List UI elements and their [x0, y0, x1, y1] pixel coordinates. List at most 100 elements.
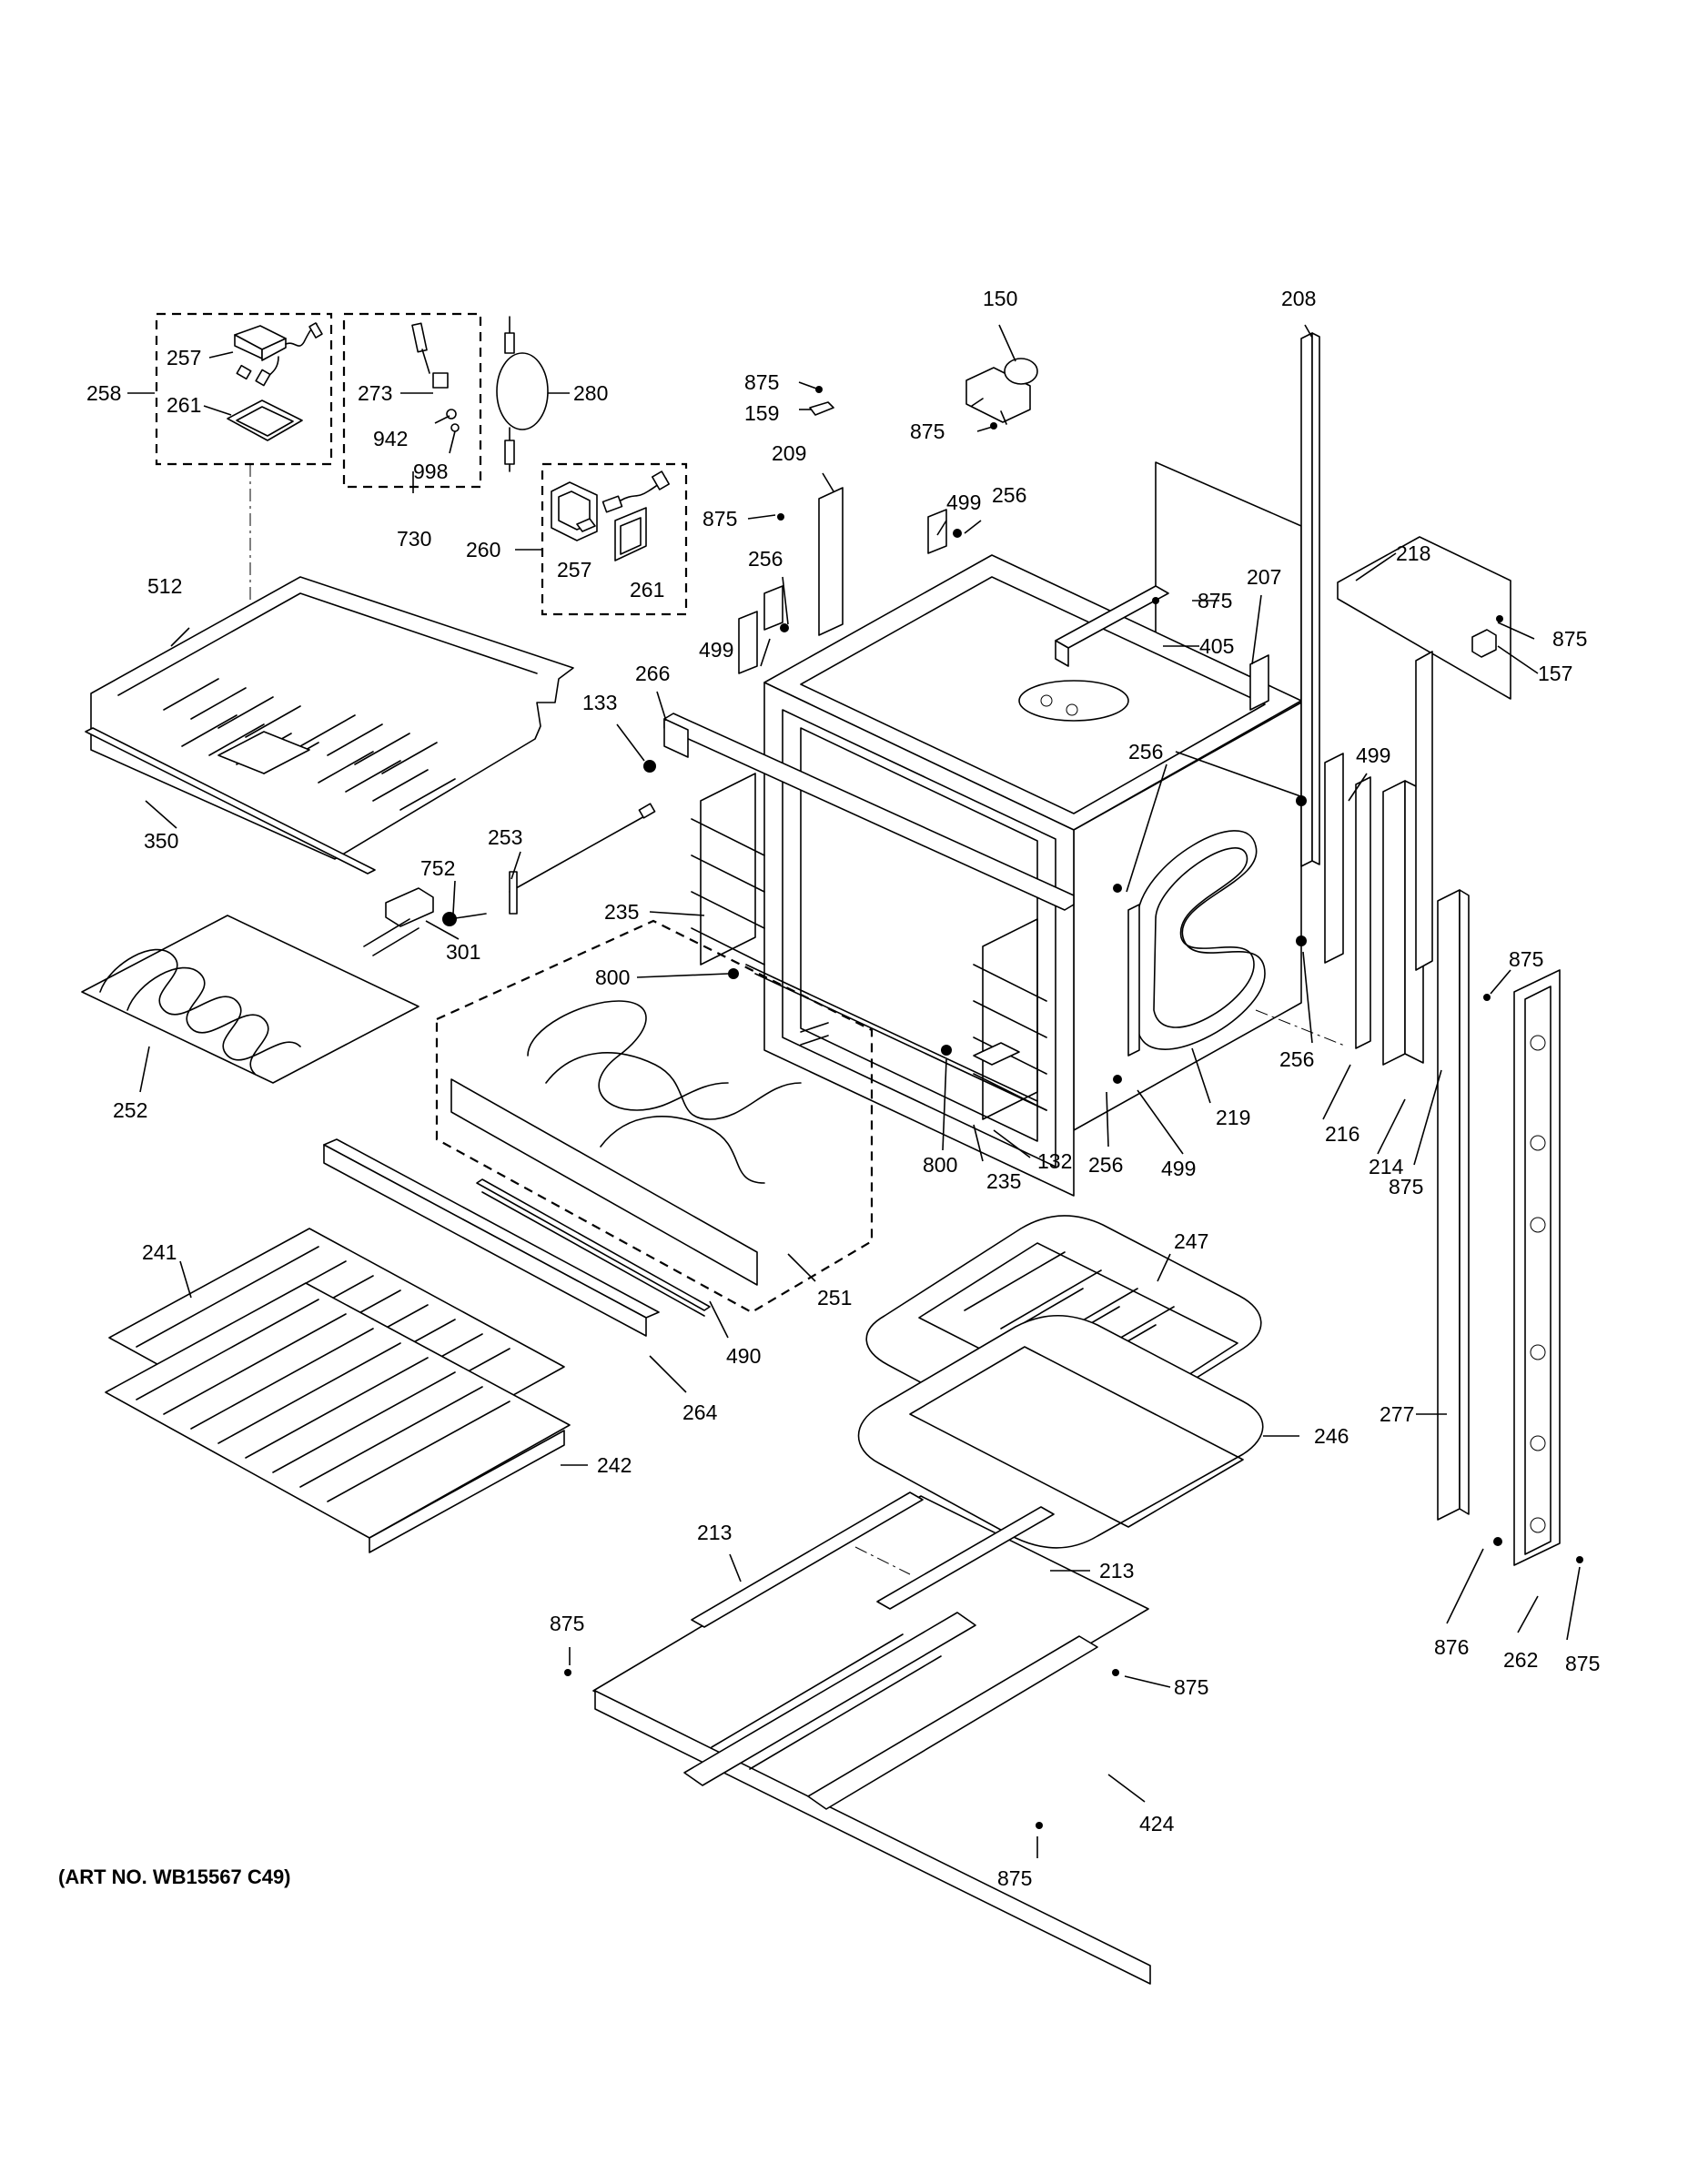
- callout-label: 209: [772, 441, 806, 465]
- strips-216-214: [1113, 651, 1433, 1084]
- callout-label: 251: [817, 1286, 852, 1309]
- callout-label: 277: [1380, 1402, 1414, 1426]
- screw-875c: [1036, 1822, 1043, 1829]
- callout-label: 252: [113, 1098, 147, 1122]
- strip-499: [1127, 904, 1140, 1057]
- callout-label: 261: [630, 578, 664, 602]
- callout-label: 157: [1538, 662, 1572, 685]
- strip-350: [85, 727, 376, 875]
- screw-875b: [1112, 1669, 1119, 1676]
- callout-label: 499: [1161, 1157, 1196, 1180]
- callout-label: 207: [1247, 565, 1281, 589]
- probe-280: [496, 316, 549, 472]
- callout-label: 253: [488, 825, 522, 849]
- kit-box-260: [541, 462, 688, 616]
- callout-label: 256: [1279, 1047, 1314, 1071]
- callout-label: 800: [595, 966, 630, 989]
- brackets-209-499: [738, 487, 962, 674]
- broil-element-251: [435, 919, 874, 1314]
- callout-label: 258: [86, 381, 121, 405]
- callout-label: 942: [373, 427, 408, 450]
- callout-label: 264: [682, 1400, 718, 1424]
- screw-800b: [941, 1045, 952, 1056]
- sensor-253: [509, 803, 656, 915]
- callout-label: 256: [1128, 740, 1163, 763]
- callout-label: 256: [992, 483, 1026, 507]
- callout-label: 512: [147, 574, 182, 598]
- callout-label: 133: [582, 691, 617, 714]
- callout-label: 998: [413, 460, 448, 483]
- alignment-line: [854, 1546, 911, 1575]
- bracket-159: [809, 386, 834, 416]
- callout-label: 875: [550, 1612, 584, 1635]
- clip-157: [1471, 615, 1503, 658]
- callout-label: 499: [946, 490, 981, 514]
- callout-label: 260: [466, 538, 500, 561]
- callout-labels: 150 208 875 159 875 257 258 261 273 942 …: [86, 287, 1600, 1890]
- callout-label: 266: [635, 662, 670, 685]
- callout-label: 280: [573, 381, 608, 405]
- callout-label: 875: [1552, 627, 1587, 651]
- duct-405: [1055, 585, 1169, 667]
- callout-label: 350: [144, 829, 178, 853]
- callout-label: 213: [1099, 1559, 1134, 1582]
- callout-label: 875: [744, 370, 779, 394]
- callout-label: 875: [910, 420, 945, 443]
- kit-box-258: [155, 312, 333, 466]
- callout-label: 208: [1281, 287, 1316, 310]
- callout-label: 219: [1216, 1106, 1250, 1129]
- screw-800a: [728, 968, 739, 979]
- callout-label: 247: [1174, 1229, 1208, 1253]
- callout-label: 875: [1565, 1652, 1600, 1675]
- trim-277: [1437, 889, 1502, 1546]
- callout-label: 875: [1509, 947, 1543, 971]
- callout-label: 214: [1369, 1155, 1404, 1178]
- screw-133: [643, 760, 656, 773]
- kit-box-730: [342, 312, 482, 489]
- callout-label: 241: [142, 1240, 177, 1264]
- callout-label: 150: [983, 287, 1017, 310]
- bracket-213: [691, 1491, 1055, 1628]
- bottom-panel-424: [592, 1495, 1151, 1985]
- bracket-207: [1249, 654, 1269, 711]
- callout-label: 876: [1434, 1635, 1469, 1659]
- callout-label: 499: [699, 638, 733, 662]
- callout-label: 235: [986, 1169, 1021, 1193]
- alignment-line: [1255, 1009, 1348, 1047]
- art-number: (ART NO. WB15567 C49): [58, 1866, 291, 1888]
- callout-label: 875: [1174, 1675, 1208, 1699]
- callout-label: 730: [397, 527, 431, 551]
- plate-301: [385, 887, 434, 927]
- callout-label: 875: [997, 1866, 1032, 1890]
- callout-label: 752: [420, 856, 455, 880]
- rail-490: [476, 1178, 711, 1317]
- latch-132: [973, 1042, 1020, 1066]
- callout-label: 246: [1314, 1424, 1349, 1448]
- callout-label: 216: [1325, 1122, 1359, 1146]
- leader-lines: [127, 324, 1581, 1858]
- callout-label: 301: [446, 940, 480, 964]
- rack-242: [105, 1282, 571, 1553]
- bake-element-252: [81, 915, 419, 1084]
- callout-label: 256: [1088, 1153, 1123, 1177]
- callout-label: 159: [744, 401, 779, 425]
- callout-label: 875: [702, 507, 737, 531]
- rail-264: [323, 1138, 660, 1337]
- callout-label: 218: [1396, 541, 1430, 565]
- callout-label: 424: [1139, 1812, 1175, 1835]
- callout-label: 499: [1356, 743, 1390, 767]
- callout-label: 257: [167, 346, 201, 369]
- callout-label: 273: [358, 381, 392, 405]
- switch-150: [965, 358, 1038, 430]
- callout-label: 261: [167, 393, 201, 417]
- callout-label: 800: [923, 1153, 957, 1177]
- callout-label: 875: [1389, 1175, 1423, 1198]
- callout-label: 235: [604, 900, 639, 924]
- callout-label: 257: [557, 558, 591, 581]
- bracket-208: [1300, 332, 1320, 867]
- callout-label: 256: [748, 547, 783, 571]
- trim-266: [663, 713, 1075, 911]
- callout-label: 490: [726, 1344, 761, 1368]
- screw-875a: [564, 1669, 571, 1676]
